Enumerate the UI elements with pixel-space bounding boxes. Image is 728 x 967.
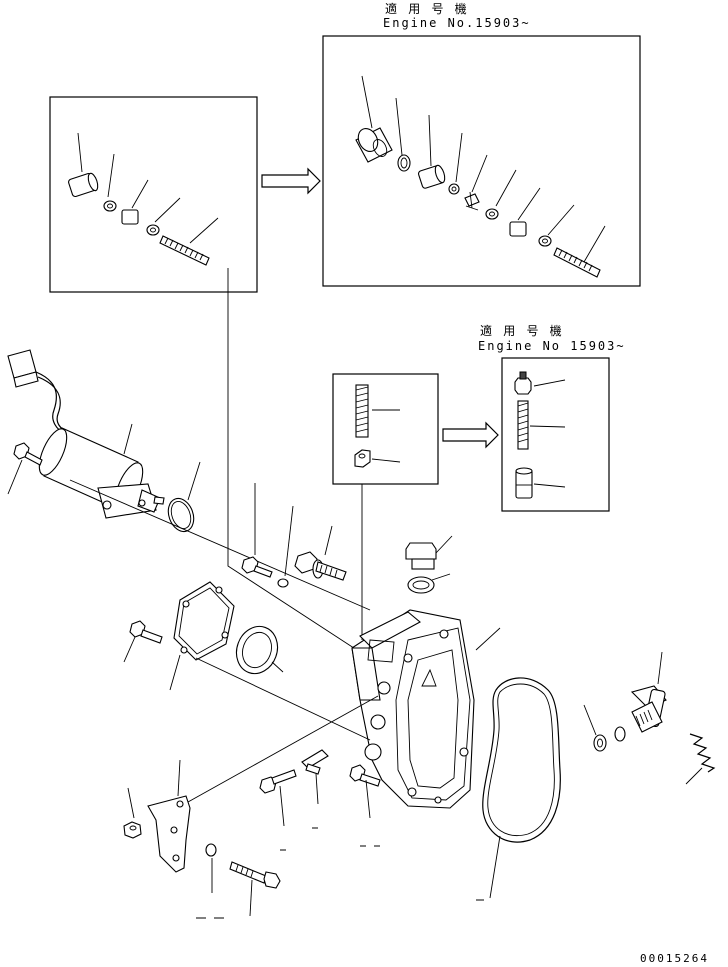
bolt-lower-1 bbox=[259, 769, 297, 827]
top-engine-number-label: Engine No.15903~ bbox=[383, 16, 531, 30]
bolt-cover bbox=[123, 620, 163, 663]
seal-ring bbox=[235, 625, 284, 675]
nut-lower bbox=[123, 787, 142, 839]
spring-right-side bbox=[685, 733, 716, 785]
detail-right-parts bbox=[355, 75, 606, 278]
washer-small bbox=[277, 505, 294, 588]
o-ring-solenoid bbox=[167, 497, 195, 533]
plug-part bbox=[405, 535, 453, 570]
main-housing bbox=[351, 609, 501, 809]
mid-engine-number-label: Engine No 15903~ bbox=[478, 339, 626, 353]
threaded-rod bbox=[159, 235, 210, 266]
bolt-flange bbox=[294, 525, 347, 581]
solenoid-assembly bbox=[7, 349, 371, 611]
top-applicable-label: 適 用 号 機 bbox=[385, 2, 469, 16]
washer-part-2 bbox=[146, 224, 160, 236]
sleeve-part bbox=[355, 127, 393, 163]
drawing-number: 00015264 bbox=[640, 952, 709, 965]
bolt-lower-2 bbox=[349, 764, 381, 819]
detail-left-parts bbox=[68, 132, 219, 266]
washer-right-1 bbox=[448, 183, 460, 195]
spring-part-2 bbox=[517, 400, 529, 450]
washer-lower bbox=[301, 749, 329, 805]
washer-part bbox=[103, 200, 117, 212]
connector-part bbox=[7, 349, 71, 435]
detail-box-middle-right bbox=[501, 357, 610, 512]
washer-right-side bbox=[583, 704, 607, 752]
clip-part bbox=[464, 191, 480, 211]
mid-applicable-label: 適 用 号 機 bbox=[480, 324, 564, 338]
o-ring-right-side bbox=[614, 726, 626, 742]
detail-arrow-right bbox=[261, 167, 321, 195]
middle-box-parts bbox=[354, 384, 401, 468]
spring-part bbox=[355, 384, 369, 438]
bolt-small bbox=[241, 483, 273, 578]
nut-right bbox=[509, 221, 527, 237]
detail-box-right bbox=[322, 35, 641, 287]
cap-nut bbox=[514, 371, 532, 395]
solenoid-body bbox=[38, 427, 165, 519]
collar-part bbox=[68, 172, 99, 198]
leader-cover-to-housing bbox=[195, 657, 371, 741]
o-ring-part bbox=[397, 154, 411, 172]
bolt-solenoid bbox=[13, 442, 43, 466]
lever-fitting bbox=[630, 651, 667, 733]
threaded-rod-right bbox=[553, 247, 601, 278]
detail-box-left bbox=[49, 96, 258, 293]
gasket-washer bbox=[407, 573, 451, 594]
leader-rod-to-housing bbox=[227, 268, 361, 653]
cover-plate bbox=[169, 581, 235, 691]
washer-lower-2 bbox=[205, 843, 217, 893]
bracket-part bbox=[147, 759, 191, 873]
bushing-part bbox=[515, 467, 533, 499]
long-bolt-lower bbox=[229, 861, 281, 917]
nut-middle bbox=[354, 449, 371, 468]
detail-box-middle bbox=[332, 373, 439, 485]
nut-part bbox=[121, 209, 139, 225]
washer-right-3 bbox=[538, 235, 552, 247]
leader-bracket-1 bbox=[187, 695, 379, 803]
collar-part-right bbox=[417, 164, 446, 189]
detail-arrow-right-2 bbox=[442, 421, 499, 449]
washer-right-2 bbox=[485, 208, 499, 220]
middle-right-parts bbox=[514, 371, 566, 499]
housing-gasket bbox=[482, 677, 561, 899]
